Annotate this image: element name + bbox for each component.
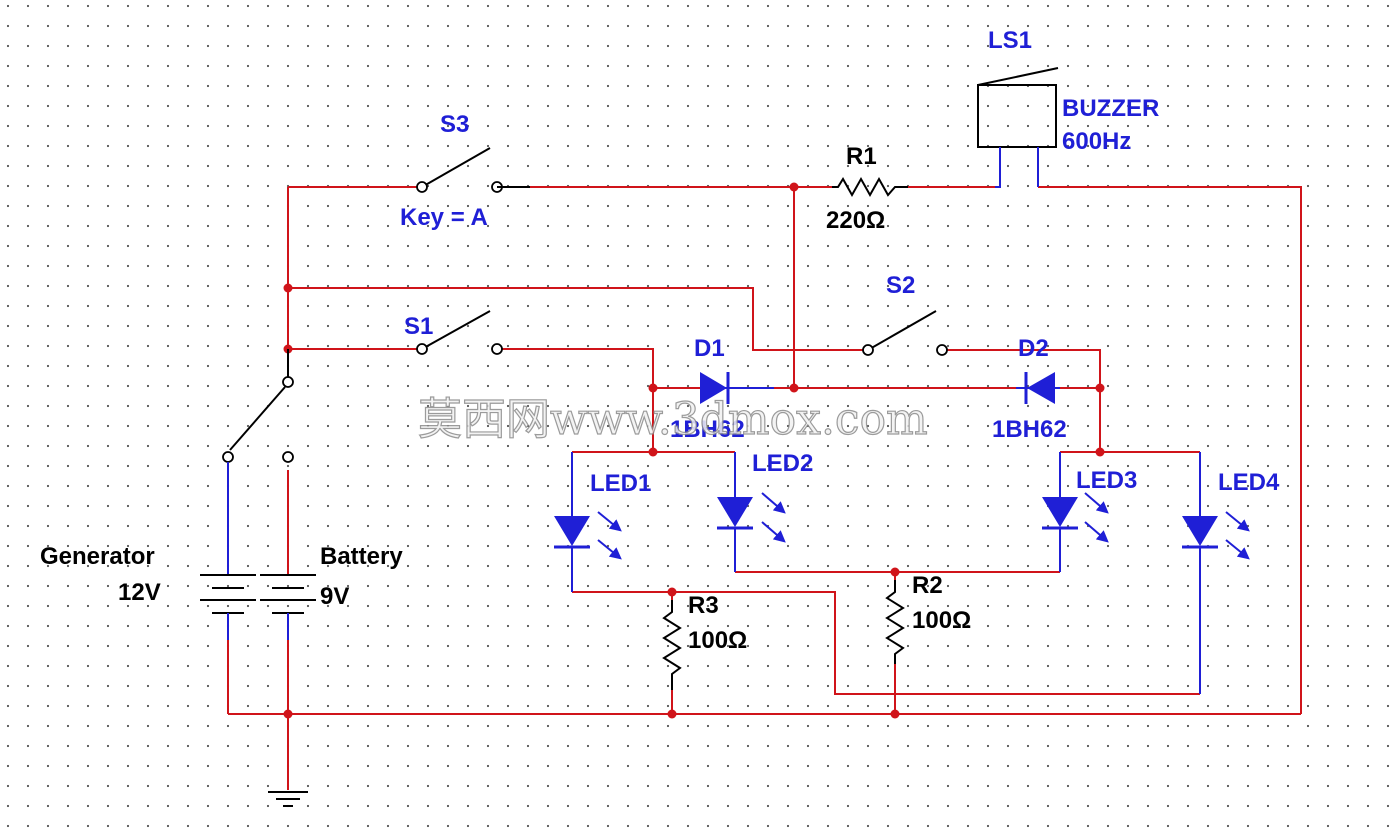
led-led1[interactable] [554, 452, 622, 592]
watermark: 莫西网www.3dmox.com [418, 394, 928, 445]
led-led3[interactable] [1042, 452, 1109, 572]
switch-s3[interactable] [416, 147, 530, 193]
wires [227, 186, 1302, 790]
diode-d2[interactable] [1016, 372, 1060, 404]
label-r1: R1 [846, 143, 877, 170]
battery-generator[interactable] [200, 574, 256, 640]
label-battery-voltage: 9V [320, 583, 349, 610]
label-s1: S1 [404, 313, 433, 340]
label-battery: Battery [320, 543, 403, 570]
label-generator-voltage: 12V [118, 579, 161, 606]
label-led2: LED2 [752, 450, 813, 477]
resistor-r2[interactable] [885, 580, 905, 664]
label-generator: Generator [40, 543, 155, 570]
spdt-switch[interactable] [222, 349, 294, 575]
buzzer-ls1[interactable] [977, 67, 1059, 188]
label-buzzer-freq: 600Hz [1062, 128, 1131, 155]
resistor-r1[interactable] [832, 176, 908, 198]
ground-icon [268, 791, 308, 807]
label-d2: D2 [1018, 335, 1049, 362]
battery-battery[interactable] [260, 574, 316, 640]
label-r2-value: 100Ω [912, 607, 971, 634]
label-r3-value: 100Ω [688, 627, 747, 654]
label-ls1: LS1 [988, 27, 1032, 54]
led-led2[interactable] [717, 452, 786, 572]
diode-d1[interactable] [700, 372, 774, 404]
label-r1-value: 220Ω [826, 207, 885, 234]
label-d1: D1 [694, 335, 725, 362]
resistor-r3[interactable] [662, 600, 682, 690]
label-led4: LED4 [1218, 469, 1280, 496]
label-s2: S2 [886, 272, 915, 299]
label-d1-part: 1BH62 [670, 416, 745, 443]
label-r3: R3 [688, 592, 719, 619]
label-key: Key = A [400, 204, 488, 231]
label-buzzer: BUZZER [1062, 95, 1159, 122]
label-r2: R2 [912, 572, 943, 599]
label-led3: LED3 [1076, 467, 1137, 494]
switch-s1[interactable] [416, 310, 503, 355]
switch-s2[interactable] [862, 310, 948, 356]
junctions [283, 182, 1105, 719]
label-led1: LED1 [590, 470, 651, 497]
led-led4[interactable] [1182, 452, 1250, 694]
label-s3: S3 [440, 111, 469, 138]
label-d2-part: 1BH62 [992, 416, 1067, 443]
